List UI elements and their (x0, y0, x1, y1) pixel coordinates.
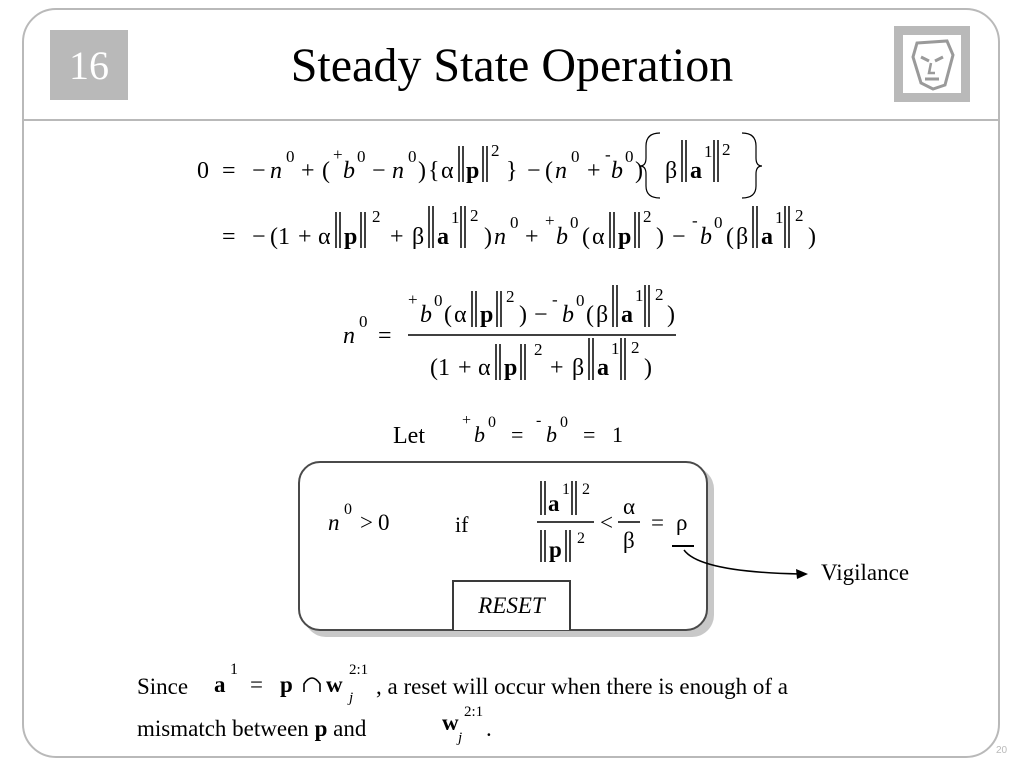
footer-period: . (486, 716, 492, 741)
page-number: 20 (996, 745, 1008, 756)
footer-clause1: , a reset will occur when there is enoug… (376, 674, 788, 699)
footer-and: and (333, 716, 367, 741)
if-word: if (455, 512, 469, 537)
slide-title: Steady State Operation (290, 39, 734, 92)
slide-frame (22, 8, 1000, 758)
vigilance-label: Vigilance (821, 560, 910, 585)
reset-label-box: RESET (452, 580, 571, 630)
chapter-badge: 16 (50, 30, 128, 100)
title-divider (22, 119, 1000, 121)
footer-p-bold: p (314, 716, 328, 741)
logo-mask-icon (894, 26, 970, 102)
footer-clause2: mismatch between (137, 716, 309, 741)
let-label: Let (393, 423, 425, 449)
since-word: Since (137, 674, 189, 699)
